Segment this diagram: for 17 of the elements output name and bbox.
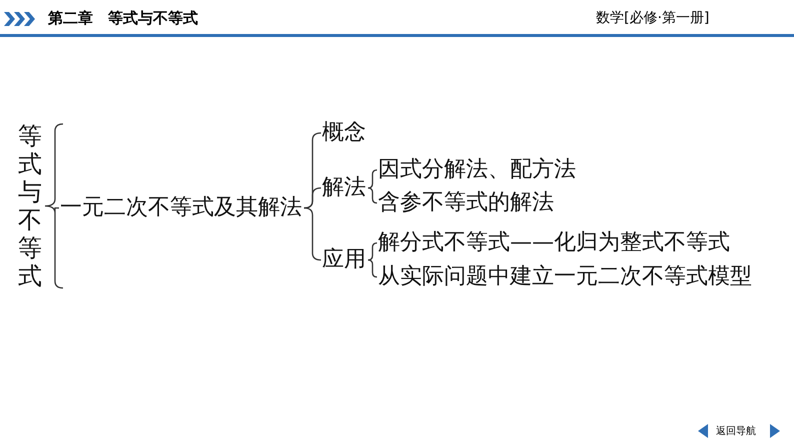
book-title: 数学[必修·第一册] — [596, 9, 710, 27]
topic-label: 从实际问题中建立一元二次不等式模型 — [378, 263, 752, 291]
topic-label: 一元二次不等式及其解法 — [60, 194, 302, 222]
brace-connector — [304, 187, 322, 209]
brace-connector — [368, 242, 378, 261]
brace-connector — [368, 187, 378, 204]
topic-label: 解分式不等式——化归为整式不等式 — [378, 229, 730, 257]
topic-label: 概念 — [322, 119, 366, 147]
back-navigation-link: 返回导航 — [716, 424, 756, 438]
root-topic: 等式与不等式 — [18, 122, 43, 290]
topic-label: 因式分解法、配方法 — [378, 156, 576, 184]
brace-connector — [368, 259, 378, 278]
brace-connector — [368, 169, 378, 189]
topic-label: 含参不等式的解法 — [378, 189, 554, 217]
topic-label: 解法 — [322, 174, 366, 202]
chapter-title: 第二章 等式与不等式 — [48, 9, 198, 28]
topic-label: 应用 — [322, 246, 366, 274]
